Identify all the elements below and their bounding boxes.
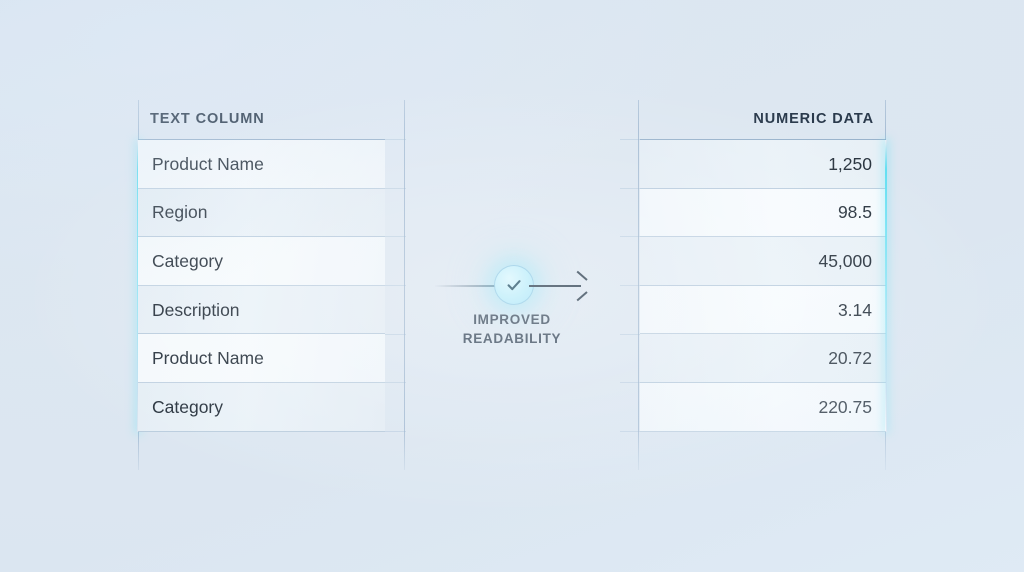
transition-label-line2: READABILITY [462, 331, 562, 346]
column-header-text-column: TEXT COLUMN [150, 111, 265, 127]
cell-value: Category [152, 396, 224, 417]
header-divider [138, 139, 385, 140]
cell-value: 98.5 [837, 202, 872, 223]
connector-line-left [435, 285, 497, 287]
table-row[interactable]: 98.5 [640, 188, 886, 238]
column-header-numeric-data: NUMERIC DATA [753, 111, 874, 127]
table-row[interactable]: 20.72 [640, 334, 886, 383]
text-column-table: TEXT COLUMN Product Name Region Category… [137, 100, 405, 470]
numeric-data-table: NUMERIC DATA 1,250 98.5 45,000 3.14 20.7… [638, 100, 887, 470]
cell-value: Product Name [152, 348, 264, 369]
arrow-right-icon [574, 279, 585, 293]
table-border-right [404, 100, 405, 470]
cell-value: 3.14 [837, 299, 872, 320]
cell-value: Region [152, 202, 208, 223]
table-row[interactable]: 45,000 [640, 237, 886, 286]
cell-value: Description [152, 299, 240, 320]
header-divider [640, 139, 886, 140]
table-row[interactable]: 3.14 [640, 285, 886, 335]
table-row[interactable]: Region [138, 188, 385, 238]
cell-value: 45,000 [818, 250, 872, 271]
transition-label: IMPROVED READABILITY [422, 310, 602, 348]
text-column-rows: Product Name Region Category Description… [137, 140, 385, 432]
cell-value: 1,250 [828, 153, 872, 174]
numeric-data-rows: 1,250 98.5 45,000 3.14 20.72 220.75 [640, 140, 887, 432]
table-row[interactable]: Product Name [138, 334, 385, 383]
table-row[interactable]: Product Name [138, 140, 385, 189]
check-circle-icon [494, 265, 534, 305]
cell-value: 220.75 [818, 396, 872, 417]
connector-line-right [529, 285, 581, 287]
table-row[interactable]: Category [138, 382, 385, 432]
table-row[interactable]: Category [138, 237, 385, 286]
transition-marker: IMPROVED READABILITY [432, 258, 592, 353]
table-border-left [638, 100, 639, 470]
cell-value: Category [152, 250, 224, 271]
transition-label-line1: IMPROVED [473, 312, 551, 327]
table-row[interactable]: 220.75 [640, 382, 886, 432]
cell-value: 20.72 [828, 348, 872, 369]
table-row[interactable]: 1,250 [640, 140, 886, 189]
cell-value: Product Name [152, 153, 264, 174]
table-row[interactable]: Description [138, 285, 385, 335]
